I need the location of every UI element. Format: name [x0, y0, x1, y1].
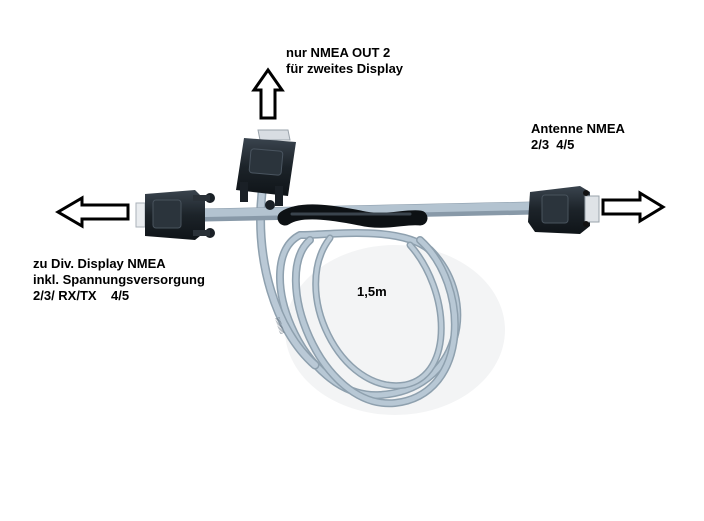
label-display-line3: 2/3/ RX/TX 4/5	[33, 288, 130, 303]
right-db9-connector	[528, 186, 600, 234]
label-second-display-line2: für zweites Display	[286, 61, 404, 76]
label-antenna-line2: 2/3 4/5	[531, 137, 575, 152]
label-second-display-line1: nur NMEA OUT 2	[286, 45, 391, 60]
top-db9-connector	[236, 129, 296, 210]
label-antenna-line1: Antenne NMEA	[531, 121, 625, 136]
arrow-up-icon	[251, 67, 285, 120]
arrow-left-icon	[55, 195, 130, 229]
label-display-line1: zu Div. Display NMEA	[33, 256, 166, 271]
arrow-right-icon	[601, 190, 666, 224]
cable-print: |||||||||||||	[274, 317, 285, 335]
left-db9-connector	[135, 190, 215, 240]
label-display: zu Div. Display NMEA inkl. Spannungsvers…	[33, 256, 205, 304]
cable-coil	[276, 229, 462, 408]
label-display-line2: inkl. Spannungsversorgung	[33, 272, 205, 287]
label-cable-length: 1,5m	[357, 284, 387, 299]
label-second-display: nur NMEA OUT 2 für zweites Display	[286, 45, 403, 77]
main-cable	[198, 201, 542, 228]
label-antenna: Antenne NMEA 2/3 4/5	[531, 121, 625, 153]
